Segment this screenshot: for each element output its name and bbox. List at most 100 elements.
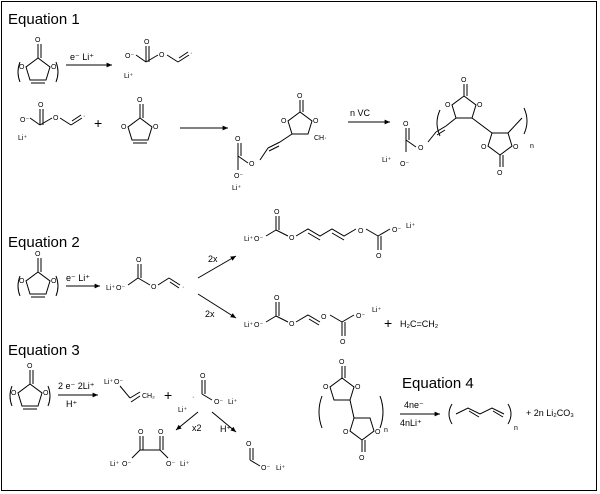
eq2-reagent: e⁻ Li⁺ — [66, 273, 90, 283]
svg-text:Li⁺: Li⁺ — [106, 285, 115, 292]
eq3-arrow-left — [175, 411, 199, 431]
svg-text:O: O — [11, 390, 17, 397]
eq4-reagent-top: 4ne⁻ — [404, 400, 424, 410]
svg-text:Li⁺: Li⁺ — [104, 379, 113, 386]
svg-text:O⁻: O⁻ — [116, 285, 125, 292]
svg-text:O: O — [375, 429, 381, 436]
svg-text:O⁻: O⁻ — [356, 313, 365, 320]
equation-2-title: Equation 2 — [8, 234, 80, 251]
svg-text:Li⁺: Li⁺ — [18, 135, 27, 142]
svg-text:O: O — [144, 39, 150, 46]
svg-text:n: n — [530, 143, 534, 150]
butadiene-dicarbonate-product: Li⁺ O⁻ O O O O O⁻ Li⁺ — [244, 209, 415, 260]
svg-text:O: O — [403, 121, 409, 128]
eq2-plus: + — [384, 315, 392, 331]
svg-text:O⁻: O⁻ — [234, 173, 243, 180]
svg-text:O: O — [51, 278, 57, 285]
svg-text:n: n — [384, 427, 388, 434]
svg-text:·: · — [190, 50, 192, 57]
svg-text:CH₂: CH₂ — [142, 393, 155, 400]
svg-text:O⁻: O⁻ — [20, 117, 29, 124]
svg-text:Li⁺: Li⁺ — [382, 157, 391, 164]
equation-1-title: Equation 1 — [8, 11, 80, 28]
eq3-branch-left-label: x2 — [192, 423, 202, 433]
eq2-path-lower-label: 2x — [205, 309, 215, 319]
svg-text:O⁻: O⁻ — [261, 465, 270, 472]
svg-text:O: O — [38, 102, 44, 109]
eq3-reagent-top: 2 e⁻ 2Li⁺ — [58, 381, 95, 391]
eq1-plus: + — [94, 115, 102, 131]
svg-text:O: O — [138, 429, 144, 436]
svg-text:O⁻: O⁻ — [400, 161, 409, 168]
svg-text:O: O — [418, 145, 424, 152]
eq3-reagent-bottom: H⁺ — [66, 399, 77, 409]
svg-text:O: O — [137, 97, 143, 104]
svg-text:O: O — [289, 235, 295, 242]
svg-text:O: O — [19, 64, 25, 71]
svg-text:O: O — [274, 209, 280, 216]
svg-text:Li⁺: Li⁺ — [110, 461, 119, 468]
svg-text:O: O — [51, 64, 57, 71]
eq4-reagent-bottom: 4nLi⁺ — [400, 418, 422, 428]
ethylene-dicarbonate-product: Li⁺ O⁻ O O O O O⁻ Li⁺ — [244, 295, 381, 346]
svg-text:O: O — [274, 295, 280, 302]
radical-anion-product: O O · O⁻ Li⁺ — [124, 39, 192, 80]
svg-text:O: O — [121, 124, 127, 131]
radical-anion-reactant: O O · O⁻ Li⁺ — [18, 102, 85, 142]
svg-text:Li⁺: Li⁺ — [178, 407, 187, 414]
svg-text:O⁻: O⁻ — [125, 53, 134, 60]
svg-text:O: O — [200, 373, 206, 380]
poly-vc-polymer: O O O O O O n O O O⁻ Li⁺ — [382, 77, 534, 177]
svg-text:·: · — [83, 113, 85, 120]
svg-text:O: O — [19, 278, 25, 285]
vinylene-carbonate-molecule: O O O — [17, 37, 59, 84]
svg-text:O: O — [159, 52, 165, 59]
svg-text:O⁻: O⁻ — [166, 461, 175, 468]
svg-text:Li⁺: Li⁺ — [124, 73, 133, 80]
svg-text:O: O — [321, 314, 327, 321]
svg-text:Li⁺: Li⁺ — [180, 461, 189, 468]
svg-text:O: O — [136, 257, 142, 264]
svg-text:O⁻: O⁻ — [122, 461, 131, 468]
svg-text:O⁻: O⁻ — [392, 227, 401, 234]
poly-vc-reactant: O O O O O O n — [318, 359, 388, 462]
vinyl-oxide-product: Li⁺ O⁻ CH₂ — [104, 379, 155, 403]
adduct-radical: O O O CH· O O O⁻ Li⁺ — [232, 93, 326, 192]
vinylene-carbonate-eq3: O O O — [9, 363, 51, 410]
svg-text:O: O — [289, 321, 295, 328]
svg-text:O: O — [481, 144, 487, 151]
svg-text:O: O — [355, 384, 361, 391]
svg-text:O: O — [340, 339, 346, 346]
svg-text:O: O — [43, 390, 49, 397]
eq3-branch-right-label: H⁺ — [220, 424, 231, 434]
svg-text:O: O — [339, 359, 345, 366]
svg-text:O: O — [497, 170, 503, 177]
svg-text:O: O — [35, 37, 41, 44]
eq3-arrow-right — [211, 411, 237, 433]
svg-text:·: · — [182, 284, 184, 291]
svg-text:O: O — [445, 102, 451, 109]
formate-product: O O⁻ Li⁺ — [246, 441, 285, 472]
svg-text:O: O — [359, 455, 365, 462]
ethylene-byproduct: H₂C=CH₂ — [400, 319, 439, 329]
svg-text:O: O — [281, 118, 287, 125]
svg-text:O: O — [343, 429, 349, 436]
svg-text:O: O — [513, 144, 519, 151]
eq1-reagent-2: n VC — [350, 108, 371, 118]
equation-4-title: Equation 4 — [402, 375, 474, 392]
svg-text:Li⁺: Li⁺ — [372, 307, 381, 314]
equation-3-title: Equation 3 — [8, 342, 80, 359]
eq2-arrow-upper — [197, 255, 237, 279]
svg-text:O: O — [313, 118, 319, 125]
svg-text:CH·: CH· — [314, 135, 326, 142]
polyacetylene-product: n — [448, 403, 518, 432]
lithium-carbonate-byproduct: + 2n Li₂CO₃ — [526, 408, 574, 418]
svg-text:Li⁺: Li⁺ — [244, 236, 253, 243]
svg-text:O: O — [297, 93, 303, 100]
svg-text:O: O — [249, 161, 255, 168]
svg-text:O: O — [53, 115, 59, 122]
svg-text:O⁻: O⁻ — [254, 236, 263, 243]
svg-text:O: O — [477, 102, 483, 109]
